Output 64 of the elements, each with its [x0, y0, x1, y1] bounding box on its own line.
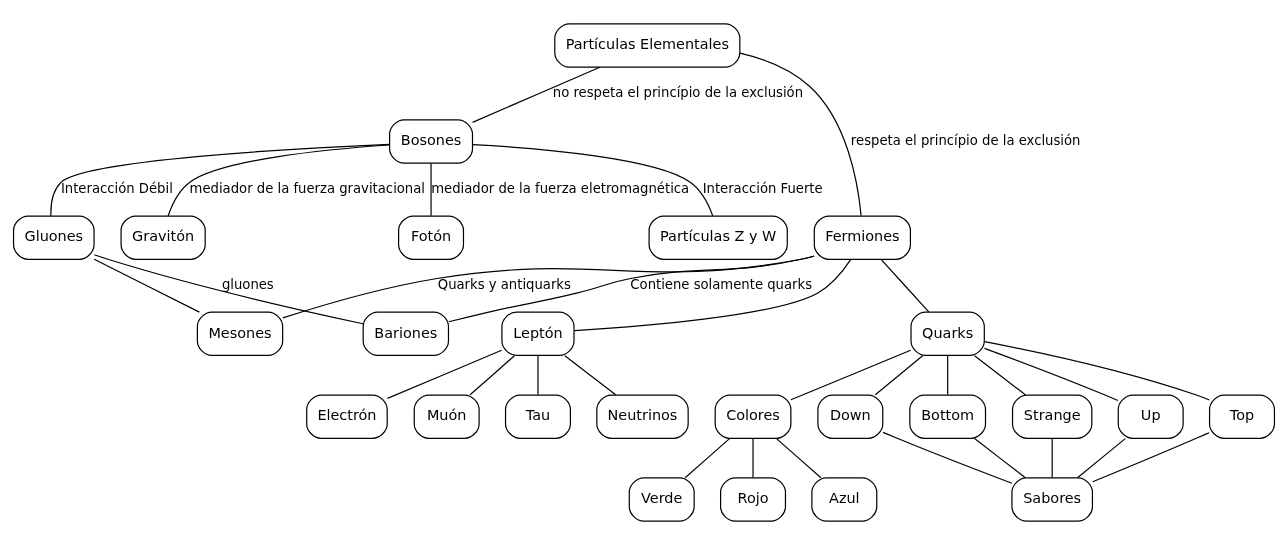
connector	[537, 354, 539, 395]
node-box: Fotón	[398, 214, 465, 260]
edge-label: Interacción Débil	[60, 180, 173, 196]
node-box: Verde	[628, 476, 695, 522]
connector	[1092, 431, 1210, 482]
connector	[167, 143, 391, 217]
node-box: Fermiones	[813, 214, 911, 260]
node-box: Tau	[504, 393, 571, 439]
connector	[448, 254, 815, 322]
connector	[775, 437, 822, 478]
connector	[874, 354, 924, 395]
node-box: Neutrinos	[596, 393, 689, 439]
connector	[882, 431, 1013, 484]
connector	[50, 143, 390, 216]
node-box: Electrón	[306, 393, 388, 439]
edge-label: Contiene solamente quarks	[630, 276, 813, 292]
connector	[947, 354, 949, 395]
connector	[684, 437, 731, 478]
connector	[282, 255, 815, 319]
edge-label: no respeta el princípio de la exclusión	[552, 84, 804, 100]
connector	[880, 258, 930, 312]
connector	[430, 162, 432, 216]
connector	[790, 349, 912, 400]
node-box: Muón	[413, 393, 480, 439]
edge-label: Quarks y antiquarks	[437, 276, 571, 292]
connector	[1076, 437, 1126, 478]
node-box: Quarks	[910, 311, 985, 356]
connector	[471, 66, 601, 123]
connector	[1051, 437, 1053, 478]
edge-label: mediador de la fuerza gravitacional	[189, 180, 426, 196]
node-box: Gravitón	[120, 214, 206, 260]
node-box: Rojo	[720, 476, 787, 522]
node-box: Mesones	[196, 311, 284, 356]
connector	[983, 347, 1119, 401]
node-box: Bariones	[362, 311, 450, 356]
connector	[983, 340, 1210, 401]
connector	[973, 354, 1026, 395]
node-box: Up	[1117, 393, 1184, 439]
node-box: Colores	[714, 393, 792, 439]
node-box: Top	[1208, 393, 1276, 439]
node-box: Bottom	[909, 393, 987, 439]
connector	[573, 258, 852, 331]
edge-label: gluones	[221, 276, 274, 292]
node-box: Azul	[811, 476, 878, 522]
node-box: Partículas Z y W	[648, 214, 788, 260]
edge-label: respeta el princípio de la exclusión	[850, 132, 1081, 148]
node-box: Sabores	[1011, 476, 1094, 522]
connector	[752, 437, 754, 478]
edge-label: Interacción Fuerte	[702, 180, 823, 196]
edge-label: mediador de la fuerza eletromagnética	[431, 180, 690, 196]
connector	[93, 258, 200, 313]
node-box: Partículas Elementales	[554, 22, 741, 68]
connector	[739, 52, 862, 216]
connector	[469, 354, 516, 395]
connector	[93, 253, 364, 324]
node-box: Bosones	[389, 118, 474, 164]
connector	[973, 437, 1026, 478]
connector	[564, 354, 617, 395]
node-box: Strange	[1011, 393, 1093, 439]
node-box: Leptón	[501, 311, 575, 356]
node-box: Down	[817, 393, 884, 439]
connector	[386, 349, 503, 399]
connector	[472, 143, 714, 216]
node-box: Gluones	[12, 214, 95, 260]
